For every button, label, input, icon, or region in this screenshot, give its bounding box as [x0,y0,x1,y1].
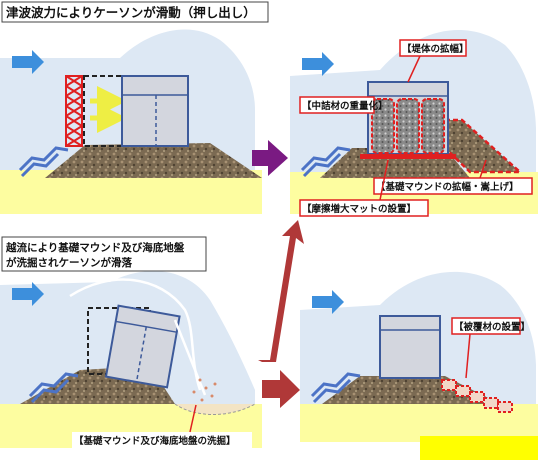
panel-overflow-scour: 越流により基礎マウンド及び海底地盤 が洗掘されケーソンが滑落 【基礎マウンド及び… [0,236,262,448]
caisson [121,75,189,147]
panel-title-box [1,236,207,272]
heavy-fill-cell [396,98,420,154]
transition-arrow-icon [262,370,300,408]
yellow-highlight-box [420,436,538,460]
caisson [379,315,441,379]
rubble-mound [45,143,262,178]
label-friction-mat: 【摩擦増大マットの設置】 [302,203,416,215]
friction-mat [360,154,456,159]
transition-arrow-icon [252,140,288,176]
wave-dissipating-blocks [300,146,351,178]
label-mound-widening: 【基礎マウンドの拡幅・嵩上げ】 [376,181,519,193]
wave-flow-arrow-icon [12,50,44,74]
wave-dissipating-blocks [310,372,361,404]
wave-flow-arrow-icon [312,290,344,314]
transition-arrow-icon [258,220,304,362]
panel-countermeasure-widening: 【堤体の拡幅】 【中詰材の重量化】 【基礎マウンドの拡幅・嵩上げ】 【摩擦増大マ… [290,30,538,217]
label-box [72,432,252,448]
label-embankment-widening: 【堤体の拡幅】 [402,43,469,55]
heavy-fill-cell [371,98,395,154]
label-box [399,39,467,57]
heavy-fill-cell [421,98,445,154]
panel-title-line1: 越流により基礎マウンド及び海底地盤 [5,241,185,254]
panel-countermeasure-armor: 【被覆材の設置】 [300,271,538,460]
label-box [451,317,521,335]
wave-flow-arrow-icon [12,282,44,306]
label-box [299,199,429,217]
panel-title: 津波波力によりケーソンが滑動（押し出し） [6,5,256,20]
red-tower [65,75,83,147]
wave-dissipating-blocks [28,372,79,404]
panel-title-line2: が洗掘されケーソンが滑落 [6,256,132,269]
tilting-caisson [104,304,181,389]
overflow-flow-lines [69,278,207,396]
wave-flow-arrow-icon [302,52,334,76]
label-box [299,96,375,114]
panel-caisson-sliding: 津波波力によりケーソンが滑動（押し出し） [0,1,269,214]
debris-particles [192,378,217,402]
armor-blocks [441,379,513,413]
label-scour: 【基礎マウンド及び海底地盤の洗掘】 [74,435,236,447]
original-position-outline [83,75,137,147]
panel-title-box [1,1,269,23]
wave-dissipating-blocks [18,146,69,178]
label-armor: 【被覆材の設置】 [454,321,530,333]
label-box [373,177,533,195]
label-fill-weighting: 【中詰材の重量化】 [302,100,388,112]
